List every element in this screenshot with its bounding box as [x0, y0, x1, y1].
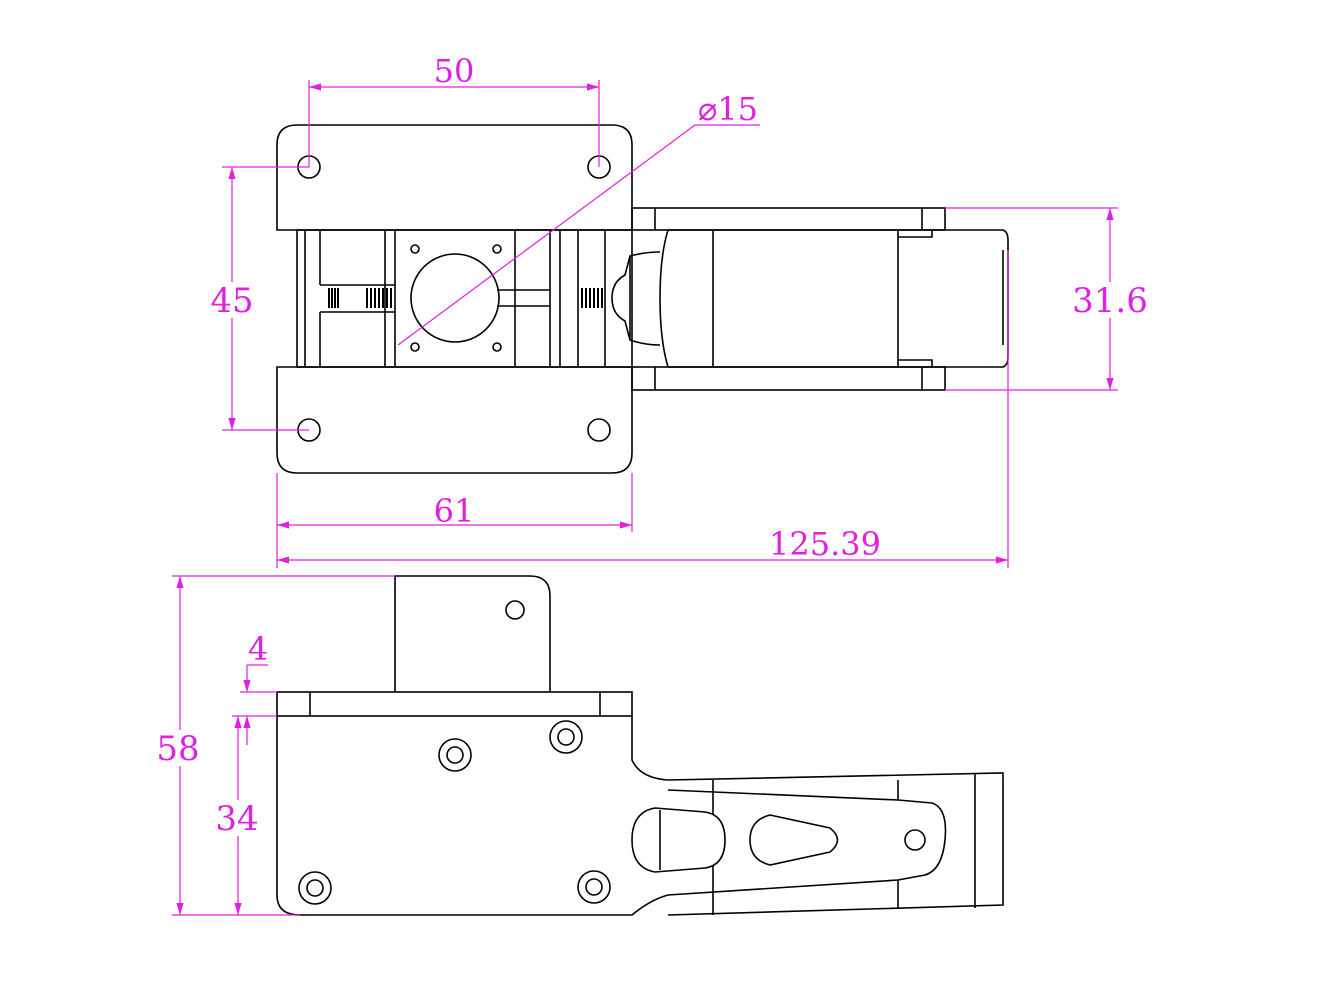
dimension-45: 45 [208, 166, 309, 431]
top-view: 50 ⌀15 45 31.6 61 125. [208, 52, 1152, 568]
arm-slot [749, 814, 839, 866]
lower-mount-plate [276, 366, 633, 474]
spring [328, 288, 603, 308]
upper-tab [394, 575, 551, 692]
dimension-diameter-15: ⌀15 [397, 90, 760, 346]
screw [298, 871, 332, 905]
motor-assembly [611, 207, 1009, 391]
dim-label: 50 [434, 52, 475, 90]
dimension-125-39: 125.39 [277, 250, 1009, 568]
screw [438, 738, 472, 772]
dim-label: 45 [210, 281, 253, 321]
tab-hole [505, 600, 525, 620]
dim-label: 34 [215, 799, 258, 839]
dimension-31-6: 31.6 [945, 207, 1152, 391]
mechanism [296, 229, 633, 368]
screw [549, 720, 583, 754]
arm-pill [631, 807, 726, 873]
bore [410, 253, 500, 343]
slot [497, 289, 550, 307]
dim-label: 4 [248, 630, 268, 668]
dimension-61: 61 [276, 473, 633, 568]
dim-label: ⌀15 [698, 90, 758, 128]
dim-label: 58 [156, 729, 199, 769]
dim-label: 61 [434, 492, 475, 530]
side-view: 58 4 34 [156, 575, 1004, 916]
upper-mount-plate [276, 124, 633, 231]
flange [276, 691, 633, 717]
dimension-4: 4 [232, 630, 277, 745]
screw [577, 870, 611, 904]
dimension-50: 50 [308, 52, 600, 167]
motor-nose [611, 251, 661, 346]
mount-hole [587, 418, 611, 442]
dim-label: 31.6 [1072, 281, 1148, 321]
dimension-34: 34 [215, 716, 260, 915]
dimension-58: 58 [156, 575, 395, 916]
dim-label: 125.39 [769, 525, 881, 563]
gear-arm [631, 772, 1004, 916]
